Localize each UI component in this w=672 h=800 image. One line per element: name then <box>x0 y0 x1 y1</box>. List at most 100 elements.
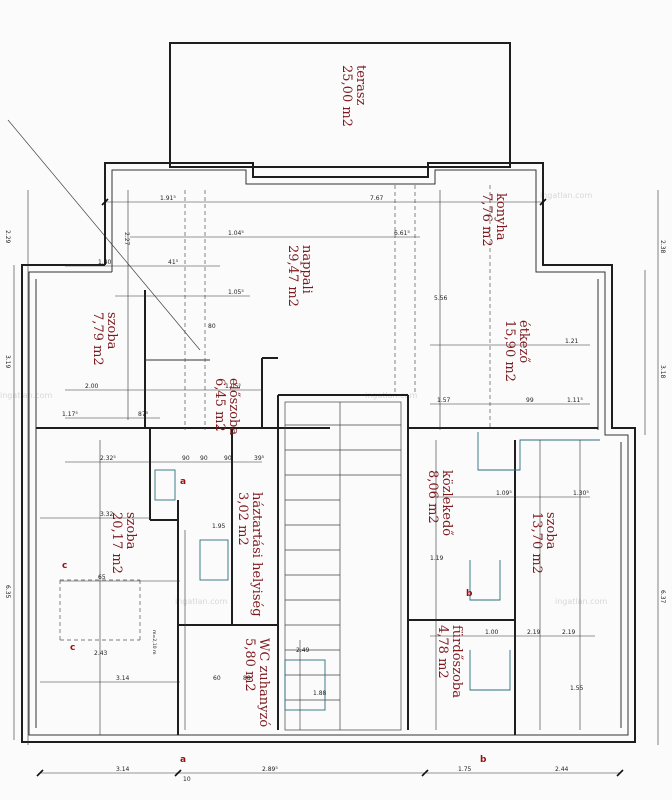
dim-label: 5.56 <box>434 295 448 302</box>
dim-label: 2.19 <box>562 629 576 636</box>
watermark-text: ingatlan.com <box>0 391 52 400</box>
dim-label: 1.91⁵ <box>160 195 176 202</box>
dim-label: 1.05⁵ <box>225 383 241 390</box>
dim-label: 90 <box>182 455 190 462</box>
dim-label: 87⁵ <box>138 411 149 418</box>
room-area: 15,90 m2 <box>502 320 517 382</box>
fixtures <box>154 432 600 711</box>
room-name: szoba <box>123 512 138 550</box>
dim-label: 90 <box>224 455 232 462</box>
dim-label: 3.32 <box>100 511 114 518</box>
dim-label: 2.29 <box>4 230 11 244</box>
dim-label: 1.17⁵ <box>62 411 78 418</box>
dim-label: 3.14 <box>116 675 130 682</box>
room-area: 13,70 m2 <box>529 512 544 574</box>
dim-label: 2.27 <box>123 232 130 246</box>
dim-label: 88 <box>243 675 251 682</box>
room-area: 6,45 m2 <box>212 378 227 432</box>
staircase <box>284 401 402 731</box>
watermark-text: ingatlan.com <box>540 191 592 200</box>
dim-label: 1.11⁵ <box>567 397 583 404</box>
room-name: konyha <box>493 193 508 241</box>
watermark-text: ingatlan.com <box>175 597 227 606</box>
dim-label: 39⁵ <box>254 455 265 462</box>
dim-label: 1.04⁵ <box>228 230 244 237</box>
dim-label: 6.61⁵ <box>394 230 410 237</box>
room-label-konyha: konyha 7,76 m2 <box>479 193 508 247</box>
dim-label: 80 <box>208 323 216 330</box>
section-mark-a: a <box>180 477 186 487</box>
dim-label: 2.19 <box>527 629 541 636</box>
dim-label: 7.67 <box>370 195 384 202</box>
room-area: 20,17 m2 <box>109 512 124 574</box>
section-mark-b: b <box>480 755 487 765</box>
dim-label: 2.32⁵ <box>100 455 116 462</box>
dim-label: 10 <box>183 776 191 783</box>
dim-label: 1.21 <box>565 338 579 345</box>
dim-label: 90 <box>200 455 208 462</box>
dim-label: 60 <box>213 675 221 682</box>
room-label-szoba-left: szoba 20,17 m2 <box>109 512 138 574</box>
room-label-nappali: nappali 29,47 m2 <box>285 245 314 307</box>
watermark-text: ingatlan.com <box>555 597 607 606</box>
room-name: terasz <box>353 65 368 106</box>
room-name: háztartási helyiség <box>249 492 264 617</box>
dim-label: 2.49 <box>296 647 310 654</box>
room-label-wc: WC zuhanyzó 5,80 m2 <box>242 638 271 727</box>
dim-label: 2.89⁵ <box>262 766 278 773</box>
room-name: nappali <box>299 245 314 294</box>
dim-label: 1.55 <box>570 685 584 692</box>
dim-label: 1.40 <box>98 259 112 266</box>
dim-label: 99 <box>526 397 534 404</box>
room-label-eloszoba: előszoba 6,45 m2 <box>212 378 241 435</box>
dim-label: 6.37 <box>659 590 666 604</box>
section-mark-c: c <box>70 643 75 653</box>
room-name: előszoba <box>226 378 241 435</box>
dim-label: 3.19 <box>4 355 11 369</box>
section-mark-c: c <box>62 561 67 571</box>
section-markers: a a b b c c <box>62 477 487 765</box>
section-mark-b: b <box>466 589 473 599</box>
room-name: közlekedő <box>439 470 454 536</box>
dim-label: 1.05⁵ <box>228 289 244 296</box>
dim-label: 65 <box>98 574 106 581</box>
dim-label: 1.00 <box>485 629 499 636</box>
room-name: étkező <box>516 320 531 363</box>
dim-label: 3.18 <box>659 365 666 379</box>
terrace-outline <box>169 42 511 168</box>
interior-walls <box>36 290 598 735</box>
dim-label: 1.75 <box>458 766 472 773</box>
dim-label: 3.14 <box>116 766 130 773</box>
room-label-terasz: terasz 25,00 m2 <box>339 65 368 127</box>
room-label-kozlekedo: közlekedő 8,06 m2 <box>425 470 454 536</box>
dim-label: 1.95 <box>212 523 226 530</box>
ceiling-height-note: m=2,10 m <box>151 630 157 655</box>
room-name: WC zuhanyzó <box>256 638 271 727</box>
dimension-labels: 1.91⁵ 7.67 1.04⁵ 6.61⁵ 1.40 41⁵ 1.05⁵ 80… <box>4 195 666 783</box>
room-area: 8,06 m2 <box>425 470 440 524</box>
room-label-etkezo: étkező 15,90 m2 <box>502 320 531 382</box>
dim-label: 1.09⁵ <box>496 490 512 497</box>
dim-label: 1.19 <box>430 555 444 562</box>
room-area: 4,78 m2 <box>435 625 450 679</box>
room-name: szoba <box>104 312 119 350</box>
room-label-szoba-small: szoba 7,79 m2 <box>90 312 119 366</box>
room-area: 25,00 m2 <box>339 65 354 127</box>
dim-label: 2.44 <box>555 766 569 773</box>
dimension-lines <box>13 190 659 777</box>
room-area: 29,47 m2 <box>285 245 300 307</box>
room-area: 7,76 m2 <box>479 193 494 247</box>
section-mark-a: a <box>180 755 186 765</box>
dim-label: 6.35 <box>4 585 11 599</box>
room-label-haztartasi: háztartási helyiség 3,02 m2 <box>235 492 264 617</box>
room-label-szoba-right: szoba 13,70 m2 <box>529 512 558 574</box>
dim-label: 2.43 <box>94 650 108 657</box>
dim-label: 2.00 <box>85 383 99 390</box>
room-name: szoba <box>543 512 558 550</box>
outer-walls <box>21 162 636 743</box>
room-name: fürdőszoba <box>449 625 464 698</box>
dim-label: 1.57 <box>437 397 451 404</box>
room-label-furdo: fürdőszoba 4,78 m2 <box>435 625 464 698</box>
